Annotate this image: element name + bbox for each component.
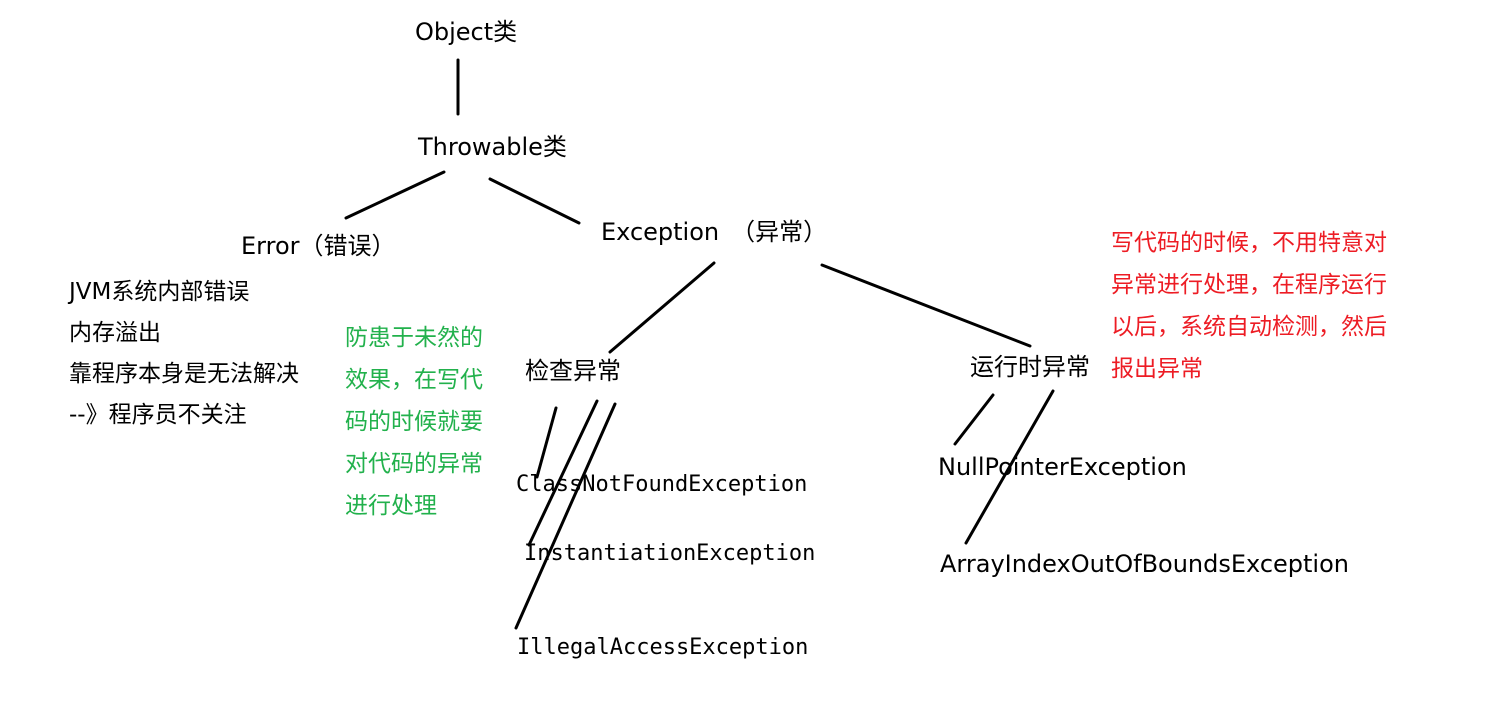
edge-throwable-exception [488, 177, 581, 225]
edge-runtime-arrayindex [964, 389, 1055, 545]
edge-checked-instantiation [527, 399, 599, 547]
note-line: 以后，系统自动检测，然后 [1111, 314, 1387, 340]
note-line: 防患于未然的 [345, 325, 483, 351]
note-line: JVM系统内部错误 [69, 279, 250, 305]
note-line: 写代码的时候，不用特意对 [1111, 230, 1387, 256]
edge-exception-checked [608, 261, 716, 354]
checked-exception-description-note: 防患于未然的 效果，在写代 码的时候就要 对代码的异常 进行处理 [345, 317, 483, 527]
edge-throwable-error [344, 170, 446, 220]
runtime-exception-description-note: 写代码的时候，不用特意对 异常进行处理，在程序运行 以后，系统自动检测，然后 报… [1111, 222, 1387, 390]
checked-exception-node: 检查异常 [525, 357, 621, 385]
throwable-class-node: Throwable类 [418, 133, 567, 161]
note-line: 靠程序本身是无法解决 [69, 361, 299, 387]
note-line: 报出异常 [1111, 356, 1203, 382]
edge-checked-illegalaccess [514, 402, 617, 630]
note-line: 效果，在写代 [345, 367, 483, 393]
note-line: 进行处理 [345, 493, 437, 519]
note-line: 异常进行处理，在程序运行 [1111, 272, 1387, 298]
exception-node: Exception （异常） [601, 218, 828, 246]
edge-exception-runtime [820, 263, 1032, 348]
note-line: 内存溢出 [69, 320, 161, 346]
instantiation-exception-node: InstantiationException [524, 541, 816, 566]
note-line: --》程序员不关注 [69, 402, 247, 428]
edge-checked-classnotfound [535, 406, 558, 479]
error-description-note: JVM系统内部错误 内存溢出 靠程序本身是无法解决 --》程序员不关注 [69, 272, 299, 436]
note-line: 对代码的异常 [345, 451, 483, 477]
edge-runtime-nullpointer [953, 393, 995, 446]
class-not-found-exception-node: ClassNotFoundException [516, 472, 808, 497]
object-class-node: Object类 [415, 18, 518, 46]
illegal-access-exception-node: IllegalAccessException [517, 635, 809, 660]
error-node: Error（错误） [241, 232, 396, 260]
null-pointer-exception-node: NullPointerException [938, 453, 1187, 481]
array-index-out-of-bounds-exception-node: ArrayIndexOutOfBoundsException [940, 550, 1349, 578]
note-line: 码的时候就要 [345, 409, 483, 435]
runtime-exception-node: 运行时异常 [970, 353, 1090, 381]
